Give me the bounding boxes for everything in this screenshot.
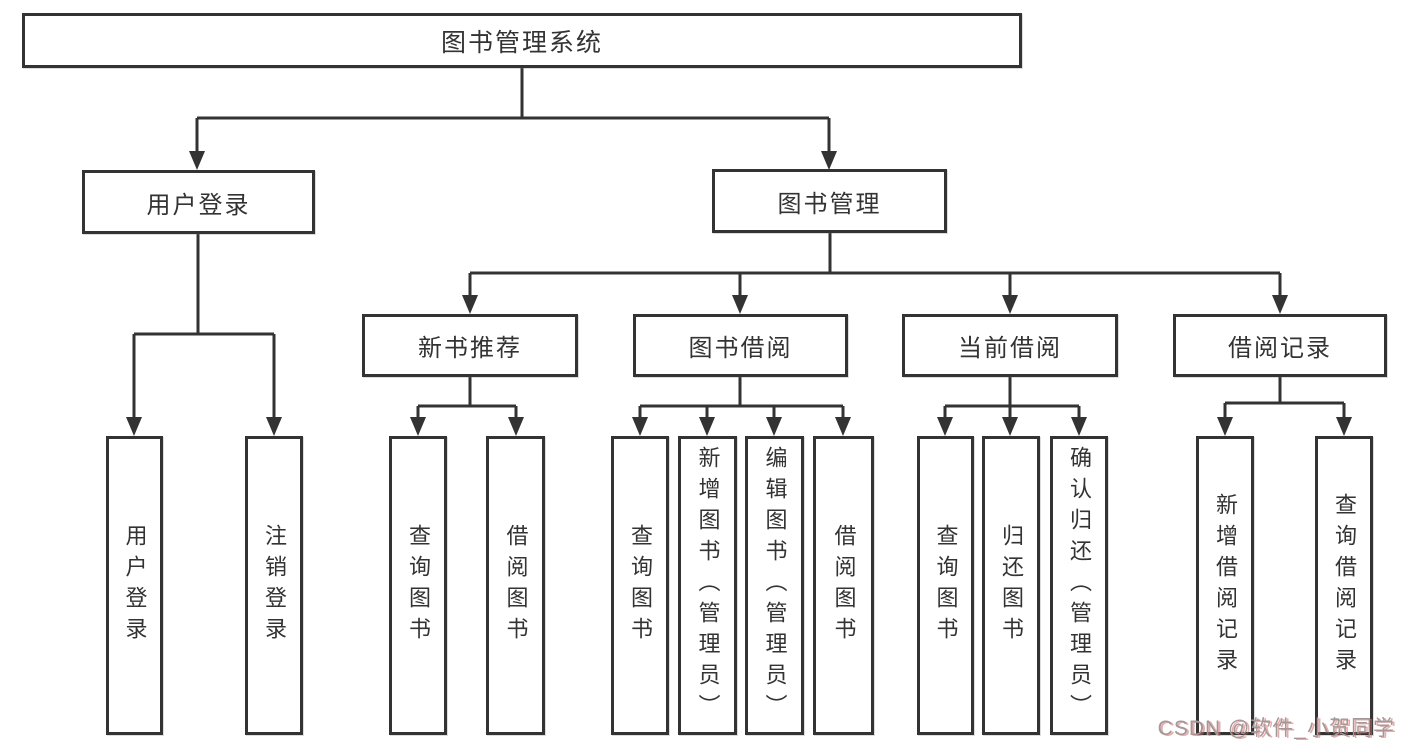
leaf-return-book: 归还图书 bbox=[982, 436, 1040, 735]
connector-borrow-group bbox=[638, 376, 845, 419]
leaf-current-query-book-label: 查询图书 bbox=[933, 523, 959, 648]
leaf-add-book-admin-label: 新增图书（管理员） bbox=[695, 446, 721, 725]
arrow-down-icon bbox=[1071, 417, 1087, 436]
node-book-borrow-label: 图书借阅 bbox=[688, 335, 793, 362]
node-new-book-recommend: 新书推荐 bbox=[362, 314, 578, 377]
node-current-borrow: 当前借阅 bbox=[902, 314, 1118, 377]
leaf-user-login: 用户登录 bbox=[106, 436, 163, 735]
arrow-down-icon bbox=[266, 417, 282, 436]
node-root-label: 图书管理系统 bbox=[440, 28, 603, 57]
leaf-recommend-borrow-book: 借阅图书 bbox=[486, 436, 545, 735]
leaf-edit-book-admin: 编辑图书（管理员） bbox=[745, 436, 804, 735]
leaf-recommend-query-book-label: 查询图书 bbox=[406, 523, 431, 648]
connector-manage-group bbox=[468, 232, 1282, 297]
leaf-logout-label: 注销登录 bbox=[262, 523, 287, 648]
leaf-recommend-query-book: 查询图书 bbox=[389, 436, 447, 735]
leaf-edit-book-admin-label: 编辑图书（管理员） bbox=[762, 446, 788, 725]
node-new-book-recommend-label: 新书推荐 bbox=[418, 335, 522, 362]
connector-records-group bbox=[1223, 376, 1346, 419]
node-user-login-label: 用户登录 bbox=[146, 191, 251, 219]
leaf-borrow-book: 借阅图书 bbox=[813, 436, 874, 735]
connector-current-group bbox=[943, 376, 1081, 419]
leaf-current-query-book: 查询图书 bbox=[917, 436, 974, 735]
arrow-down-icon bbox=[1217, 417, 1233, 436]
leaf-confirm-return-admin-label: 确认归还（管理员） bbox=[1067, 446, 1092, 725]
leaf-borrow-query-book-label: 查询图书 bbox=[628, 523, 653, 648]
node-book-management: 图书管理 bbox=[712, 169, 947, 233]
arrow-down-icon bbox=[1336, 417, 1352, 436]
connector-recommend-group bbox=[416, 376, 518, 419]
leaf-query-borrow-record-label: 查询借阅记录 bbox=[1332, 492, 1357, 679]
arrow-down-icon bbox=[462, 295, 478, 314]
node-user-login: 用户登录 bbox=[82, 170, 315, 234]
arrow-down-icon bbox=[1002, 417, 1018, 436]
leaf-logout: 注销登录 bbox=[245, 436, 303, 735]
leaf-recommend-borrow-book-label: 借阅图书 bbox=[503, 523, 529, 648]
arrow-down-icon bbox=[1272, 295, 1288, 314]
leaf-add-book-admin: 新增图书（管理员） bbox=[678, 436, 737, 735]
node-root: 图书管理系统 bbox=[22, 13, 1022, 68]
arrow-down-icon bbox=[1002, 295, 1018, 314]
arrow-down-icon bbox=[189, 151, 205, 170]
arrow-down-icon bbox=[835, 417, 851, 436]
arrow-down-icon bbox=[126, 417, 142, 436]
arrow-down-icon bbox=[732, 295, 748, 314]
leaf-return-book-label: 归还图书 bbox=[999, 523, 1024, 648]
leaf-confirm-return-admin: 确认归还（管理员） bbox=[1050, 436, 1108, 735]
arrow-down-icon bbox=[410, 417, 426, 436]
arrowheads bbox=[126, 151, 1352, 436]
node-borrow-records-label: 借阅记录 bbox=[1228, 335, 1332, 362]
csdn-watermark: CSDN @软件_小贺同学 bbox=[1157, 717, 1395, 740]
node-current-borrow-label: 当前借阅 bbox=[958, 335, 1062, 362]
node-book-management-label: 图书管理 bbox=[777, 190, 882, 218]
leaf-borrow-book-label: 借阅图书 bbox=[831, 523, 857, 648]
node-book-borrow: 图书借阅 bbox=[633, 314, 848, 377]
node-borrow-records: 借阅记录 bbox=[1173, 314, 1387, 377]
arrow-down-icon bbox=[699, 417, 715, 436]
arrow-down-icon bbox=[821, 151, 837, 170]
leaf-borrow-query-book: 查询图书 bbox=[611, 436, 669, 735]
leaf-query-borrow-record: 查询借阅记录 bbox=[1315, 436, 1373, 735]
leaf-user-login-label: 用户登录 bbox=[122, 523, 148, 648]
connector-login-group bbox=[132, 233, 276, 419]
arrow-down-icon bbox=[632, 417, 648, 436]
arrow-down-icon bbox=[508, 417, 524, 436]
arrow-down-icon bbox=[766, 417, 782, 436]
arrow-down-icon bbox=[937, 417, 953, 436]
connector-root bbox=[195, 67, 831, 152]
leaf-add-borrow-record: 新增借阅记录 bbox=[1196, 436, 1254, 735]
leaf-add-borrow-record-label: 新增借阅记录 bbox=[1213, 492, 1238, 679]
